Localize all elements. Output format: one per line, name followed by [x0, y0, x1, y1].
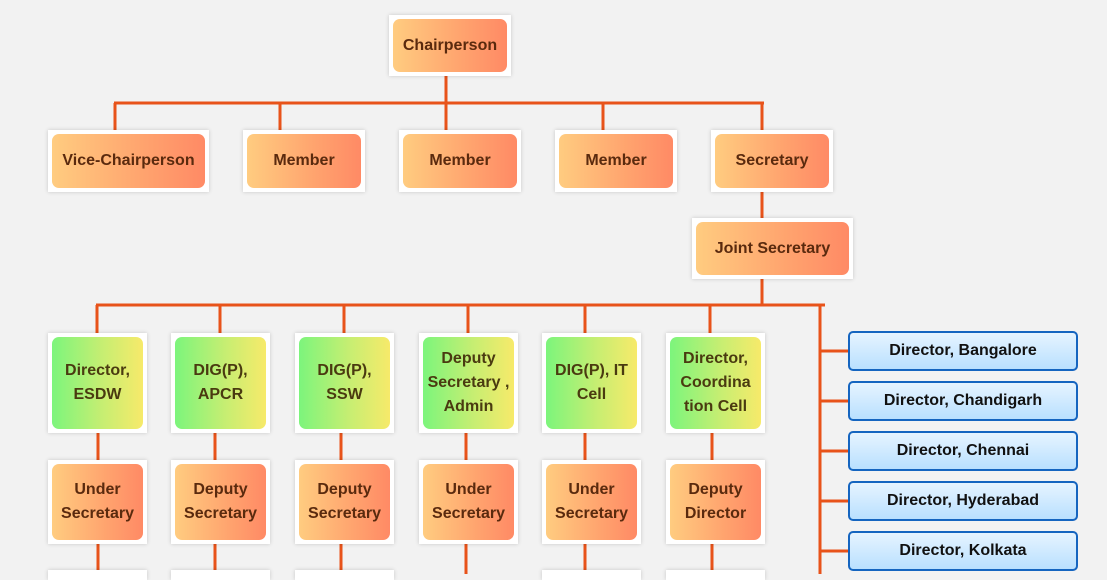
node-under-secretary: Under Secretary — [419, 460, 518, 544]
node-under-secretary: Under Secretary — [542, 460, 641, 544]
node-deputy-secretary-admin: Deputy Secretary , Admin — [419, 333, 518, 433]
node-dig-ssw: DIG(P), SSW — [295, 333, 394, 433]
node-member: Member — [243, 130, 365, 192]
node-director-chennai: Director, Chennai — [848, 431, 1078, 471]
node-label: Under Secretary — [423, 464, 514, 540]
node-label: Joint Secretary — [696, 222, 849, 275]
node-deputy-secretary: Deputy Secretary — [295, 460, 394, 544]
node-label: Deputy Secretary , Admin — [423, 337, 514, 429]
node-label: Member — [247, 134, 361, 188]
node-director-chandigarh: Director, Chandigarh — [848, 381, 1078, 421]
node-chairperson: Chairperson — [389, 15, 511, 76]
node-member: Member — [555, 130, 677, 192]
node-secretary: Secretary — [711, 130, 833, 192]
node-partial — [666, 570, 765, 580]
node-dig-apcr: DIG(P), APCR — [171, 333, 270, 433]
node-deputy-secretary: Deputy Secretary — [171, 460, 270, 544]
node-label: Secretary — [715, 134, 829, 188]
node-label: Deputy Secretary — [299, 464, 390, 540]
node-partial — [295, 570, 394, 580]
node-partial — [171, 570, 270, 580]
node-label: Under Secretary — [52, 464, 143, 540]
node-partial — [542, 570, 641, 580]
node-partial — [48, 570, 147, 580]
node-label: Deputy Secretary — [175, 464, 266, 540]
node-label: DIG(P), SSW — [299, 337, 390, 429]
node-deputy-director: Deputy Director — [666, 460, 765, 544]
node-joint-secretary: Joint Secretary — [692, 218, 853, 279]
node-director-hyderabad: Director, Hyderabad — [848, 481, 1078, 521]
node-label: Member — [403, 134, 517, 188]
node-label: Deputy Director — [670, 464, 761, 540]
node-director-coordination-cell: Director, Coordina tion Cell — [666, 333, 765, 433]
node-label: Director, Coordina tion Cell — [670, 337, 761, 429]
node-under-secretary: Under Secretary — [48, 460, 147, 544]
node-director-bangalore: Director, Bangalore — [848, 331, 1078, 371]
node-label: DIG(P), IT Cell — [546, 337, 637, 429]
node-label: DIG(P), APCR — [175, 337, 266, 429]
node-director-esdw: Director, ESDW — [48, 333, 147, 433]
node-director-kolkata: Director, Kolkata — [848, 531, 1078, 571]
node-member: Member — [399, 130, 521, 192]
node-vice-chairperson: Vice-Chairperson — [48, 130, 209, 192]
node-label: Chairperson — [393, 19, 507, 72]
node-label: Member — [559, 134, 673, 188]
node-dig-it-cell: DIG(P), IT Cell — [542, 333, 641, 433]
node-label: Director, ESDW — [52, 337, 143, 429]
node-label: Vice-Chairperson — [52, 134, 205, 188]
node-label: Under Secretary — [546, 464, 637, 540]
